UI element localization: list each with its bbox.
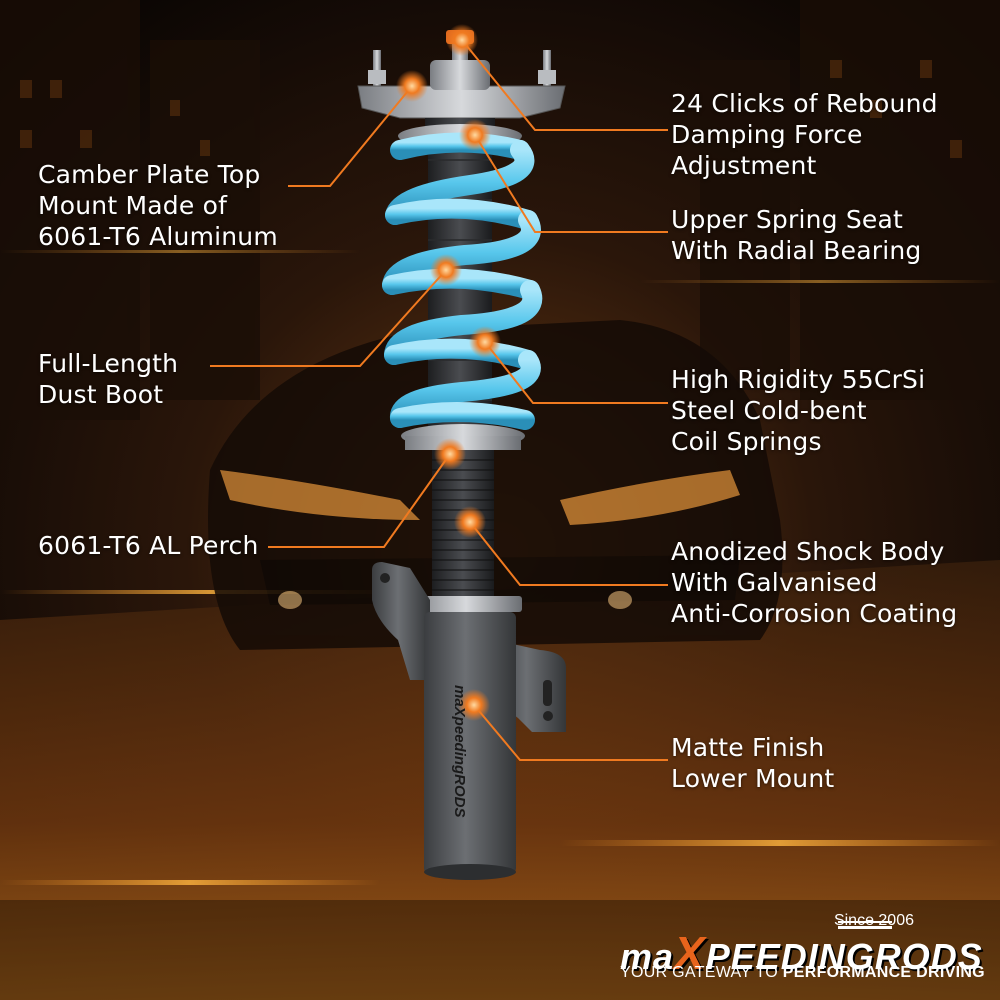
coil-spring: [382, 132, 543, 430]
logo-suffix: PEEDINGRODS: [705, 936, 983, 977]
hotspot-spring-seat: [459, 119, 491, 151]
feature-camber-line3: 6061-T6 Aluminum: [38, 222, 278, 251]
hotspot-shock-body: [454, 506, 486, 538]
feature-spring-seat-line1: Upper Spring Seat: [671, 205, 904, 234]
brand-tagline: YOUR GATEWAY TO PERFORMANCE DRIVING: [620, 964, 985, 982]
hotspot-coil: [469, 326, 501, 358]
feature-lower-mount-line1: Matte Finish: [671, 733, 825, 762]
leader-coil: [484, 341, 668, 404]
feature-coil-line2: Steel Cold-bent: [671, 396, 867, 425]
feature-dust-boot: Full-Length Dust Boot: [38, 348, 178, 410]
feature-dust-boot-line2: Dust Boot: [38, 380, 164, 409]
hotspot-rebound: [446, 24, 478, 56]
feature-shock-body-line3: Anti-Corrosion Coating: [671, 599, 958, 628]
feature-lower-mount-line2: Lower Mount: [671, 764, 835, 793]
feature-perch-line1: 6061-T6 AL Perch: [38, 531, 259, 560]
hotspot-perch: [434, 438, 466, 470]
hotspot-lower-mount: [458, 689, 490, 721]
leader-lower-mount: [473, 704, 668, 761]
feature-camber-plate: Camber Plate Top Mount Made of 6061-T6 A…: [38, 159, 278, 252]
feature-shock-body-line1: Anodized Shock Body: [671, 537, 945, 566]
feature-dust-boot-line1: Full-Length: [38, 349, 179, 378]
feature-upper-spring-seat: Upper Spring Seat With Radial Bearing: [671, 204, 921, 266]
feature-rebound-line1: 24 Clicks of Rebound: [671, 89, 938, 118]
leader-shock-body: [469, 521, 668, 586]
brand-logo: maXPEEDINGRODS: [620, 926, 983, 980]
logo-prefix: ma: [620, 936, 675, 977]
leader-camber: [288, 85, 413, 187]
since-decoration: [838, 921, 892, 924]
feature-rebound-adjustment: 24 Clicks of Rebound Damping Force Adjus…: [671, 88, 938, 181]
feature-spring-seat-line2: With Radial Bearing: [671, 236, 922, 265]
feature-coil-line3: Coil Springs: [671, 427, 822, 456]
leader-perch: [268, 453, 451, 548]
feature-coil-line1: High Rigidity 55CrSi: [671, 365, 926, 394]
feature-shock-body-line2: With Galvanised: [671, 568, 878, 597]
feature-camber-line2: Mount Made of: [38, 191, 228, 220]
brand-block: Since 2006 maXPEEDINGRODS YOUR GATEWAY T…: [620, 912, 985, 992]
feature-rebound-line2: Damping Force: [671, 120, 863, 149]
leader-rebound: [461, 39, 668, 131]
feature-rebound-line3: Adjustment: [671, 151, 817, 180]
feature-lower-mount: Matte Finish Lower Mount: [671, 732, 834, 794]
leader-dust-boot: [210, 269, 447, 367]
tagline-lead: YOUR GATEWAY TO: [620, 964, 783, 981]
hotspot-camber: [396, 70, 428, 102]
feature-camber-line1: Camber Plate Top: [38, 160, 261, 189]
lower-mount-print: maXpeedingRODS: [451, 685, 468, 818]
logo-x: X: [674, 927, 706, 979]
feature-coil-springs: High Rigidity 55CrSi Steel Cold-bent Coi…: [671, 364, 925, 457]
feature-shock-body: Anodized Shock Body With Galvanised Anti…: [671, 536, 957, 629]
hotspot-dust-boot: [430, 254, 462, 286]
feature-al-perch: 6061-T6 AL Perch: [38, 530, 259, 561]
tagline-bold: PERFORMANCE DRIVING: [782, 964, 985, 981]
leader-spring-seat: [474, 134, 668, 233]
since-text: Since 2006: [833, 912, 914, 929]
